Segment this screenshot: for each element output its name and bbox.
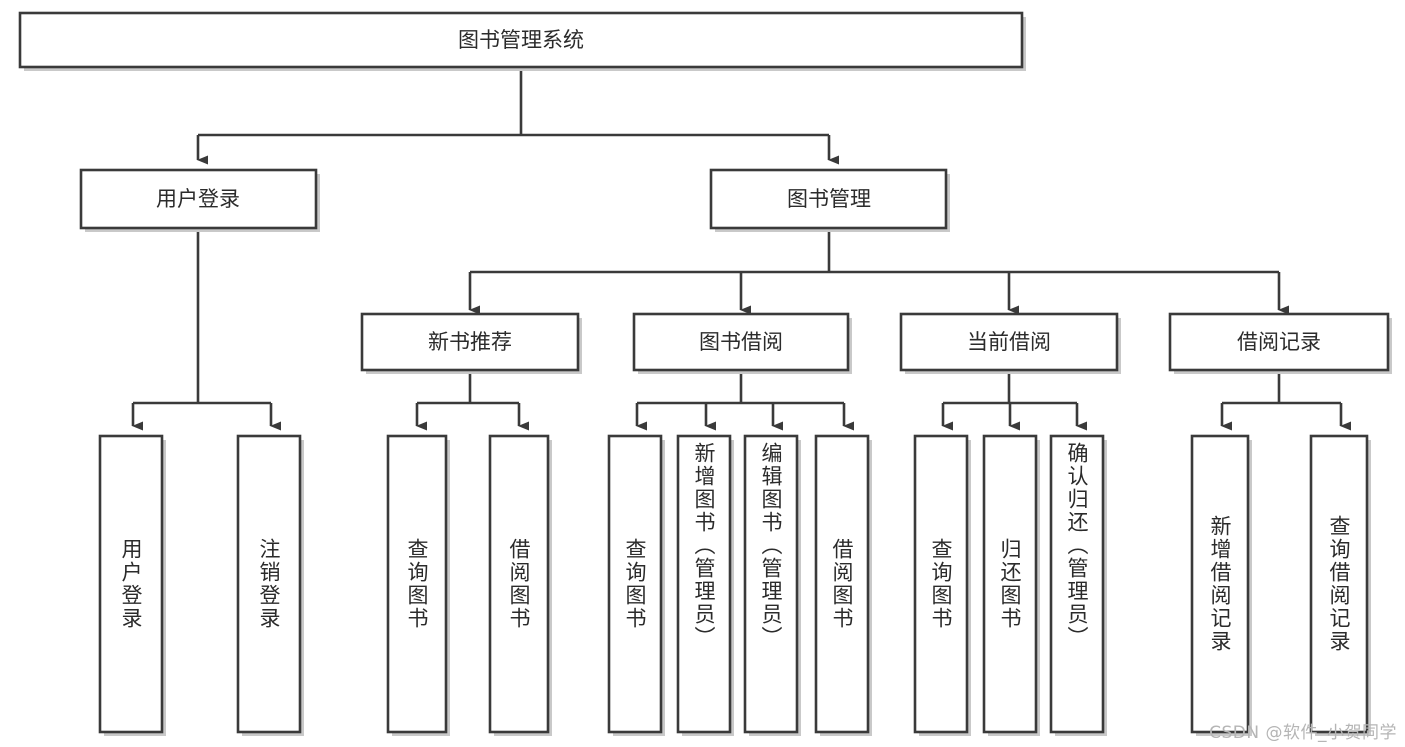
node-user-login-rect (79, 168, 318, 230)
node-new-book-rec-label: 新书推荐 (428, 330, 512, 354)
node-book-manage-rect (709, 168, 948, 230)
node-new-book-rec[interactable]: 新书推荐 (360, 312, 582, 374)
node-leaf-borrow-book-rect (814, 434, 870, 734)
node-leaf-query-book-borrow-rect (607, 434, 663, 734)
node-root[interactable]: 图书管理系统 (18, 11, 1026, 71)
node-leaf-borrow-book-rec-rect (488, 434, 550, 734)
node-leaf-edit-book[interactable] (743, 434, 801, 736)
node-borrow-record-rect (1168, 312, 1390, 372)
node-book-borrow[interactable]: 图书借阅 (632, 312, 852, 374)
node-book-borrow-label: 图书借阅 (699, 330, 783, 354)
node-leaf-query-book-current-rect (913, 434, 969, 734)
node-leaf-edit-book-rect (743, 434, 799, 734)
node-leaf-user-logout-rect (236, 434, 302, 734)
node-leaf-add-book-rect (676, 434, 732, 734)
node-leaf-borrow-book-rec[interactable] (488, 434, 552, 736)
node-leaf-query-record-rect (1309, 434, 1369, 734)
node-leaf-query-book-rec[interactable] (386, 434, 450, 736)
node-leaf-confirm-return-rect (1049, 434, 1105, 734)
node-leaf-add-record-rect (1190, 434, 1250, 734)
node-user-login[interactable]: 用户登录 (79, 168, 320, 232)
node-leaf-query-record[interactable] (1309, 434, 1371, 736)
node-current-borrow-label: 当前借阅 (967, 330, 1051, 354)
node-leaf-user-login-rect (98, 434, 164, 734)
node-book-manage-label: 图书管理 (787, 187, 871, 211)
node-new-book-rec-rect (360, 312, 580, 372)
node-leaf-add-record[interactable] (1190, 434, 1252, 736)
node-root-rect (18, 11, 1024, 69)
node-leaf-return-book[interactable] (982, 434, 1040, 736)
node-leaf-query-book-current[interactable] (913, 434, 971, 736)
connector-group (131, 67, 1351, 431)
node-leaf-user-login[interactable] (98, 434, 166, 736)
node-leaf-confirm-return[interactable] (1049, 434, 1107, 736)
node-leaf-borrow-book[interactable] (814, 434, 872, 736)
node-user-login-label: 用户登录 (156, 187, 240, 211)
node-leaf-return-book-rect (982, 434, 1038, 734)
node-borrow-record-label: 借阅记录 (1237, 330, 1321, 354)
node-leaf-query-book-borrow[interactable] (607, 434, 665, 736)
node-leaf-user-logout[interactable] (236, 434, 304, 736)
node-leaf-query-book-rec-rect (386, 434, 448, 734)
node-current-borrow-rect (899, 312, 1119, 372)
node-leaf-add-book[interactable] (676, 434, 734, 736)
node-book-borrow-rect (632, 312, 850, 372)
node-book-manage[interactable]: 图书管理 (709, 168, 950, 232)
node-current-borrow[interactable]: 当前借阅 (899, 312, 1121, 374)
node-root-label: 图书管理系统 (458, 28, 584, 52)
node-borrow-record[interactable]: 借阅记录 (1168, 312, 1392, 374)
